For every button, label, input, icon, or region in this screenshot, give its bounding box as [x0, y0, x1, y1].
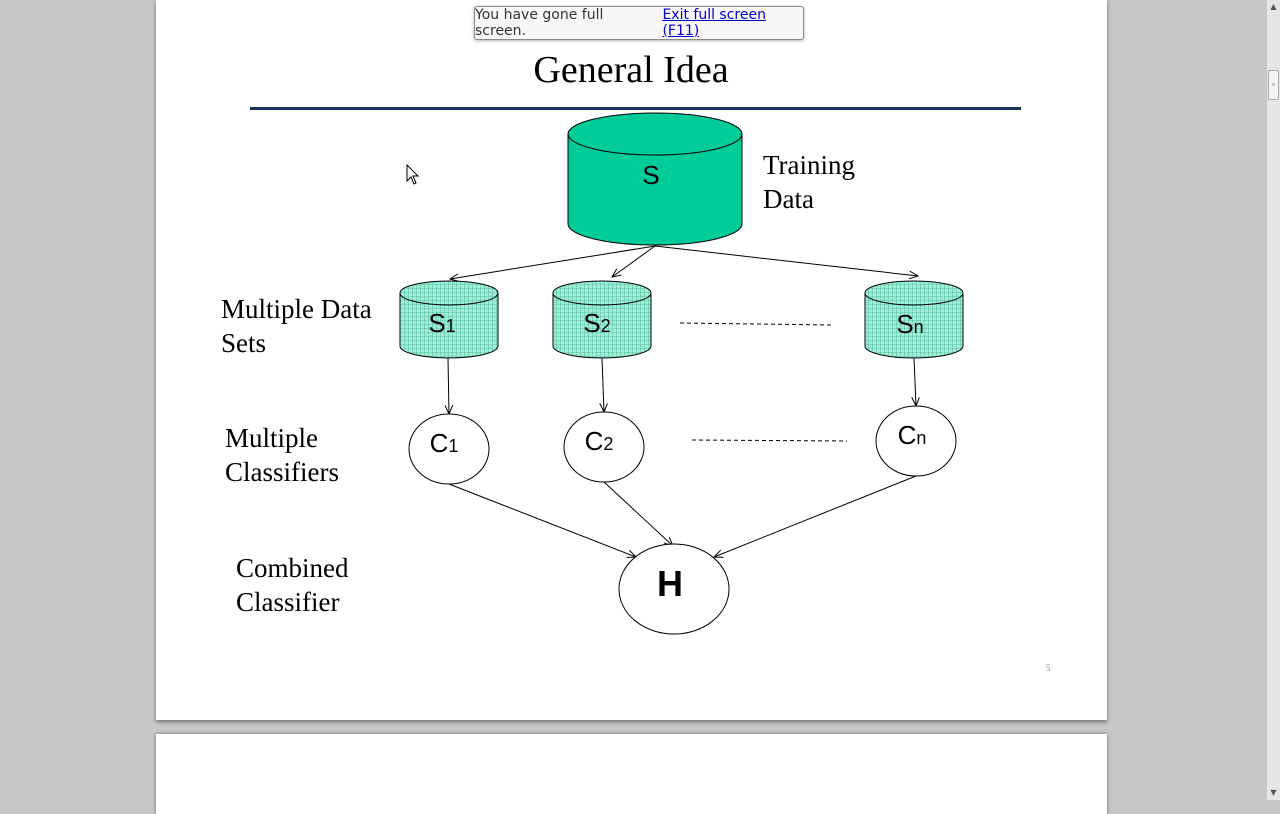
combined-classifier-node: H: [618, 543, 730, 635]
subset-cylinder-2: S2: [552, 280, 652, 359]
combined-classifier-label-1: Combined: [236, 553, 349, 583]
mouse-pointer-icon: [406, 164, 420, 185]
fullscreen-notification: You have gone full screen. Exit full scr…: [474, 6, 804, 40]
arrow-s2-to-c2: [602, 357, 604, 412]
svg-text:S1: S1: [428, 308, 455, 338]
classifier-n-base: C: [898, 420, 917, 450]
multiple-data-sets-label-2: Sets: [221, 328, 266, 358]
scroll-down-icon[interactable]: ▼: [1270, 788, 1277, 797]
svg-text:S2: S2: [583, 308, 610, 338]
dashed-separator-classifiers: [691, 439, 848, 442]
arrow-sn-to-cn: [914, 357, 916, 406]
subset-1-base: S: [428, 308, 445, 338]
svg-text:Sn: Sn: [896, 309, 923, 339]
title-rule: [250, 107, 1021, 110]
subset-n-base: S: [896, 309, 913, 339]
subset-cylinder-n: Sn: [864, 280, 964, 359]
vertical-scrollbar[interactable]: ▲ ≡ ▼: [1266, 0, 1280, 800]
combined-node-label: H: [657, 563, 683, 604]
classifier-node-2: C2: [563, 411, 645, 483]
classifier-n-sub: n: [916, 428, 926, 448]
classifier-node-1: C1: [408, 413, 490, 485]
training-data-cylinder: S: [567, 112, 743, 246]
classifier-2-sub: 2: [603, 434, 613, 454]
subset-1-sub: 1: [446, 316, 456, 336]
multiple-data-sets-label-1: Multiple Data: [221, 294, 372, 324]
arrow-s-to-s1: [450, 245, 656, 279]
svg-text:C2: C2: [585, 426, 614, 456]
slide-title: General Idea: [533, 49, 728, 91]
multiple-classifiers-label-2: Classifiers: [225, 457, 339, 487]
arrow-s1-to-c1: [448, 357, 449, 414]
slide-page-number: 5: [1046, 663, 1051, 673]
svg-text:C1: C1: [430, 428, 459, 458]
scrollbar-thumb[interactable]: ≡: [1268, 70, 1279, 100]
training-data-label-1: Training: [763, 150, 855, 180]
svg-text:Cn: Cn: [898, 420, 927, 450]
subset-2-base: S: [583, 308, 600, 338]
training-set-label: S: [642, 160, 659, 190]
classifier-1-base: C: [430, 428, 449, 458]
arrow-s-to-s2: [612, 245, 656, 277]
dashed-separator-subsets: [679, 322, 835, 326]
arrow-cn-to-h: [714, 475, 917, 557]
exit-fullscreen-link[interactable]: Exit full screen (F11): [662, 7, 766, 39]
subset-cylinder-1: S1: [399, 280, 499, 359]
classifier-node-n: Cn: [875, 405, 957, 477]
subset-n-sub: n: [914, 317, 924, 337]
arrow-c2-to-h: [603, 481, 673, 546]
fullscreen-message: You have gone full screen.: [475, 7, 604, 39]
scroll-up-icon[interactable]: ▲: [1270, 2, 1277, 11]
multiple-classifiers-label-1: Multiple: [225, 423, 318, 453]
combined-classifier-label-2: Classifier: [236, 587, 339, 617]
subset-2-sub: 2: [601, 316, 611, 336]
classifier-2-base: C: [585, 426, 604, 456]
training-data-label-2: Data: [763, 184, 814, 214]
arrow-s-to-sn: [654, 245, 918, 276]
arrow-c1-to-h: [448, 483, 636, 557]
classifier-1-sub: 1: [448, 436, 458, 456]
